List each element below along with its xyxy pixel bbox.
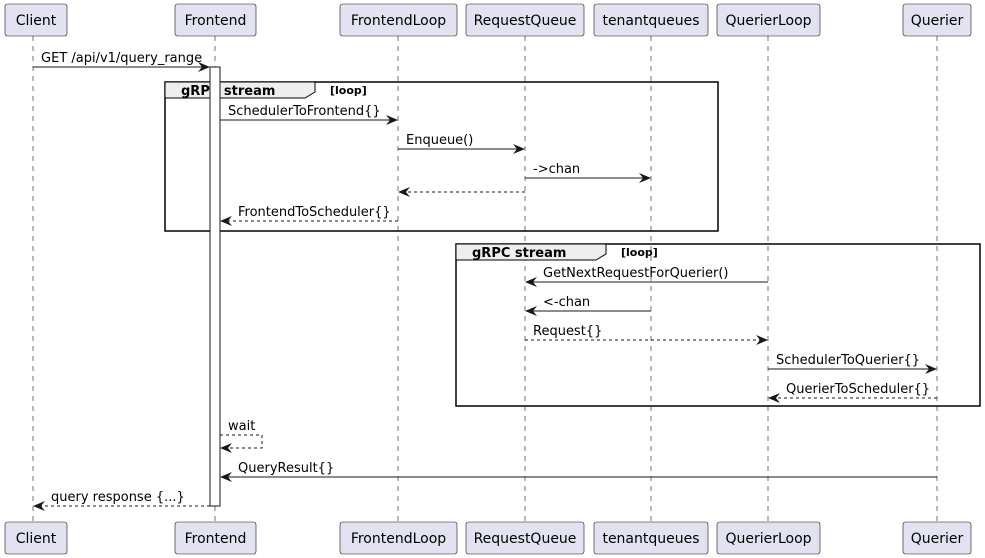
loop-frame-1: gRPC stream [loop]	[164, 81, 719, 232]
message-3: Enqueue()	[398, 133, 525, 154]
frame-title: gRPC stream	[472, 246, 566, 261]
frame-kind: [loop]	[621, 246, 658, 259]
participant-label: Frontend	[185, 531, 247, 547]
participant-label: FrontendLoop	[351, 13, 446, 29]
participant-label: Querier	[911, 531, 964, 547]
participant-querierloop-bottom: QuerierLoop	[716, 521, 821, 555]
message-2: SchedulerToFrontend{}	[220, 104, 398, 125]
message-label: SchedulerToFrontend{}	[228, 104, 381, 119]
participant-label: FrontendLoop	[351, 531, 446, 547]
participant-querier-top: Querier	[902, 3, 972, 37]
participant-label: Client	[16, 531, 57, 547]
message-label: QueryResult{}	[238, 461, 334, 476]
participant-client-top: Client	[4, 3, 68, 37]
message-11: QuerierToScheduler{}	[768, 382, 937, 403]
message-label: GET /api/v1/query_range	[41, 51, 202, 66]
message-10: SchedulerToQuerier{}	[768, 353, 937, 374]
participant-label: Client	[16, 13, 57, 29]
frame-kind: [loop]	[330, 84, 367, 97]
participant-label: QuerierLoop	[725, 13, 811, 29]
message-label: ->chan	[533, 162, 580, 177]
participant-label: Querier	[911, 13, 964, 29]
message-label: Enqueue()	[406, 133, 473, 148]
participant-label: tenantqueues	[602, 531, 699, 547]
participant-tenantqueues-top: tenantqueues	[593, 3, 709, 37]
message-4: ->chan	[525, 162, 651, 183]
loop-frame-2: gRPC stream [loop]	[455, 243, 981, 407]
participant-label: QuerierLoop	[725, 531, 811, 547]
message-13: QueryResult{}	[220, 461, 937, 482]
participant-frontendloop-top: FrontendLoop	[339, 3, 458, 37]
frame-title: gRPC stream	[181, 84, 275, 99]
participant-frontend-top: Frontend	[174, 3, 257, 37]
participant-label: tenantqueues	[602, 13, 699, 29]
participant-requestqueue-top: RequestQueue	[465, 3, 585, 37]
message-9: Request{}	[525, 324, 768, 345]
message-label: QuerierToScheduler{}	[786, 382, 930, 397]
message-label: wait	[228, 419, 255, 434]
message-arrow	[220, 434, 263, 453]
participant-label: RequestQueue	[474, 13, 577, 29]
frontend-activation	[209, 66, 221, 507]
message-8: <-chan	[525, 295, 651, 316]
participant-label: RequestQueue	[474, 531, 577, 547]
message-14: query response {...}	[33, 490, 210, 511]
participant-frontendloop-bottom: FrontendLoop	[339, 521, 458, 555]
message-label: GetNextRequestForQuerier()	[543, 266, 729, 281]
participant-querier-bottom: Querier	[902, 521, 972, 555]
participant-label: Frontend	[185, 13, 247, 29]
participant-requestqueue-bottom: RequestQueue	[465, 521, 585, 555]
message-label: FrontendToScheduler{}	[238, 205, 391, 220]
message-label: Request{}	[533, 324, 602, 339]
message-label: SchedulerToQuerier{}	[776, 353, 920, 368]
participant-tenantqueues-bottom: tenantqueues	[593, 521, 709, 555]
message-6: FrontendToScheduler{}	[220, 205, 398, 226]
message-1: GET /api/v1/query_range	[33, 51, 210, 72]
message-12: wait	[220, 419, 263, 453]
message-label: <-chan	[543, 295, 590, 310]
message-label: query response {...}	[51, 490, 185, 505]
participant-frontend-bottom: Frontend	[174, 521, 257, 555]
participant-client-bottom: Client	[4, 521, 68, 555]
message-7: GetNextRequestForQuerier()	[525, 266, 768, 287]
participant-querierloop-top: QuerierLoop	[716, 3, 821, 37]
